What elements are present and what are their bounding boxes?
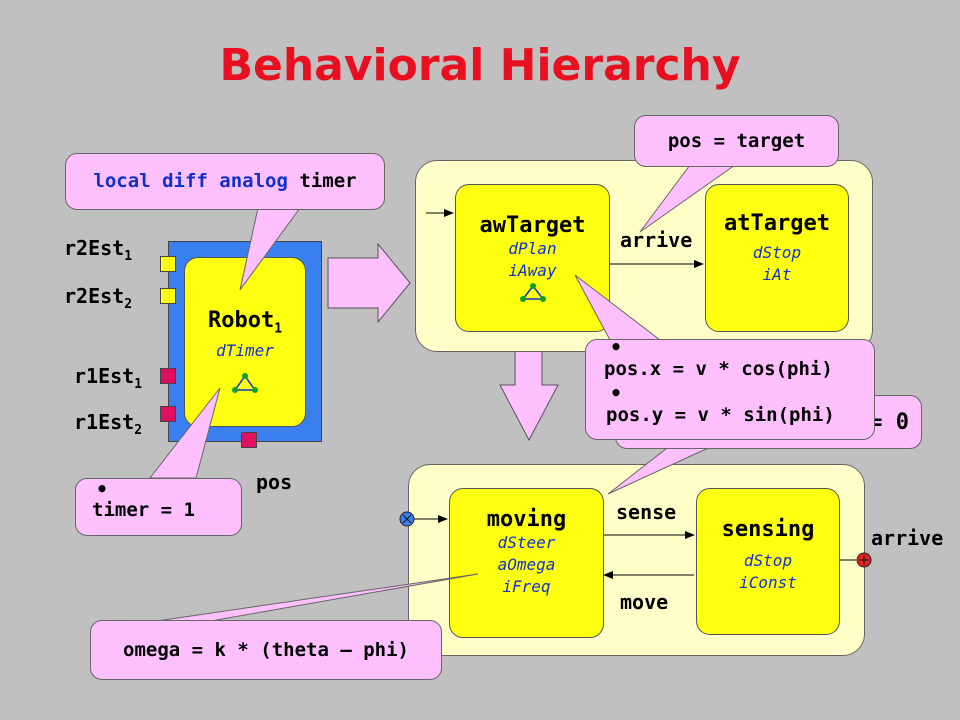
hierarchy-icon (232, 373, 258, 394)
state-sensing[interactable]: sensing dStop iConst (696, 488, 840, 635)
port-label-r2est2: r2Est2 (64, 284, 133, 312)
state-name: moving (486, 507, 567, 532)
callout-pos-derivatives: • pos.x = v * cos(phi) • pos.y = v * sin… (585, 337, 875, 440)
state-attr: dStop (743, 551, 793, 570)
state-attr: iAt (762, 265, 792, 284)
hierarchy-icon (519, 283, 546, 302)
page-title: Behavioral Hierarchy (219, 40, 741, 91)
transition-label-arrive-exit: arrive (871, 526, 944, 550)
state-moving[interactable]: moving dSteer aOmega iFreq (449, 488, 604, 638)
state-attr: dStop (752, 243, 802, 262)
input-port-r1est1[interactable] (160, 368, 176, 384)
refine-right-arrow (327, 242, 411, 324)
state-attr: aOmega (497, 555, 556, 574)
state-name: atTarget (724, 211, 830, 236)
callout-pos-target: pos = target (634, 115, 839, 167)
state-name: sensing (721, 517, 815, 542)
input-port-r2est2[interactable] (160, 288, 176, 304)
input-port-r2est1[interactable] (160, 256, 176, 272)
state-attr: dSteer (497, 533, 556, 552)
state-attr: iFreq (502, 577, 551, 596)
port-label-r1est2: r1Est2 (74, 410, 143, 438)
state-attr: iAway (508, 261, 557, 280)
port-label-pos: pos (256, 470, 293, 494)
transition-label-move: move (620, 590, 669, 614)
state-awtarget[interactable]: awTarget dPlan iAway (455, 184, 610, 332)
callout-omega: omega = k * (theta – phi) (90, 620, 442, 680)
agent-robot[interactable]: Robot1 dTimer (184, 257, 306, 427)
transition-label-arrive: arrive (620, 228, 693, 252)
input-port-r1est2[interactable] (160, 406, 176, 422)
agent-name-sub: 1 (274, 321, 283, 337)
port-label-r2est1: r2Est1 (64, 236, 133, 264)
state-attarget[interactable]: atTarget dStop iAt (705, 184, 849, 332)
callout-timer-kind: local diff analog timer (65, 153, 385, 210)
state-name: awTarget (479, 213, 586, 238)
agent-name: Robot (207, 308, 275, 333)
port-label-r1est1: r1Est1 (74, 364, 143, 392)
output-port-pos[interactable] (241, 432, 257, 448)
agent-attr: dTimer (216, 341, 274, 361)
state-attr: dPlan (508, 239, 557, 258)
state-attr: iConst (739, 573, 797, 592)
transition-label-sense: sense (616, 500, 677, 524)
callout-timer-rate: • timer = 1 (75, 478, 242, 536)
